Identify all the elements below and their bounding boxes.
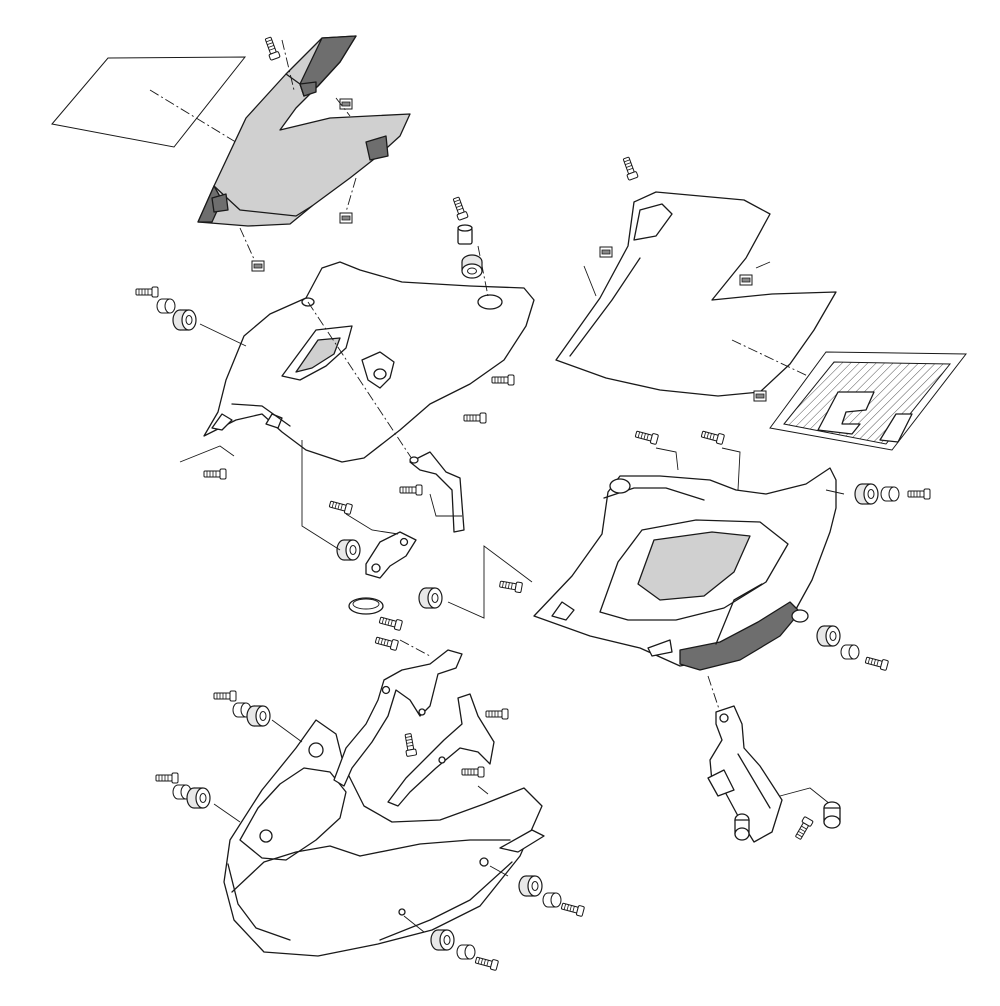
cowl-bolt [450,195,469,221]
screen-clip [339,212,353,224]
grommet [336,539,361,561]
front-cowl-stay-right [387,693,495,807]
clamp-bolt [374,634,400,652]
stay-bolt [793,815,814,841]
spacer [457,224,473,245]
cowl-bolt-left [135,286,159,298]
front-cowl-bolt [213,690,237,702]
rubber-bushing [734,813,750,841]
small-bracket-clip [361,351,395,389]
cowl-bolt [463,412,487,424]
grommet [430,929,455,951]
collar [456,944,476,960]
windscreen [197,35,411,269]
collar [840,644,860,660]
hose-clamp [348,597,384,615]
grommet [518,875,543,897]
stay-bolt [461,766,485,778]
cowl-bolt-right [907,488,931,500]
collar [880,486,900,502]
grommet [418,587,443,609]
collar [542,892,562,908]
screen-bolt [262,35,281,61]
mount-bracket [409,451,465,533]
stay-plate [365,531,417,579]
side-panel-sticker [769,351,968,451]
grommet [461,254,483,279]
stay-bolt [402,732,418,758]
grommet [816,625,841,647]
cowl-bolt-right [864,654,890,672]
front-cowl-bolt [560,900,586,918]
front-cowl-bolt [474,954,500,972]
panel-clip [753,390,767,402]
bracket-bolt [399,484,423,496]
front-cowl-stay-left [333,649,463,787]
screen-clip [251,260,265,272]
lower-stay-bracket [707,705,783,843]
panel-clip [739,274,753,286]
cowl-bolt [491,374,515,386]
bracket-bolt [328,498,354,516]
right-lower-cowl [533,467,837,671]
cowl-bolt [203,468,227,480]
stay-bolt [485,708,509,720]
front-cowl-bolt [155,772,179,784]
cowl-bolt [498,578,524,594]
grommet [186,787,211,809]
windscreen-sticker [51,56,263,159]
front-lower-cowl [223,719,545,957]
panel-bolt [620,155,639,181]
grommet [854,483,879,505]
clamp-bolt [378,614,404,632]
lower-cowl-bolt [700,428,726,446]
grommet [172,309,197,331]
grommet [246,705,271,727]
rubber-bushing [823,801,841,829]
collar [156,298,176,314]
lower-cowl-bolt [634,428,660,446]
right-side-panel [555,191,837,397]
screen-clip [339,98,353,110]
panel-clip [599,246,613,258]
